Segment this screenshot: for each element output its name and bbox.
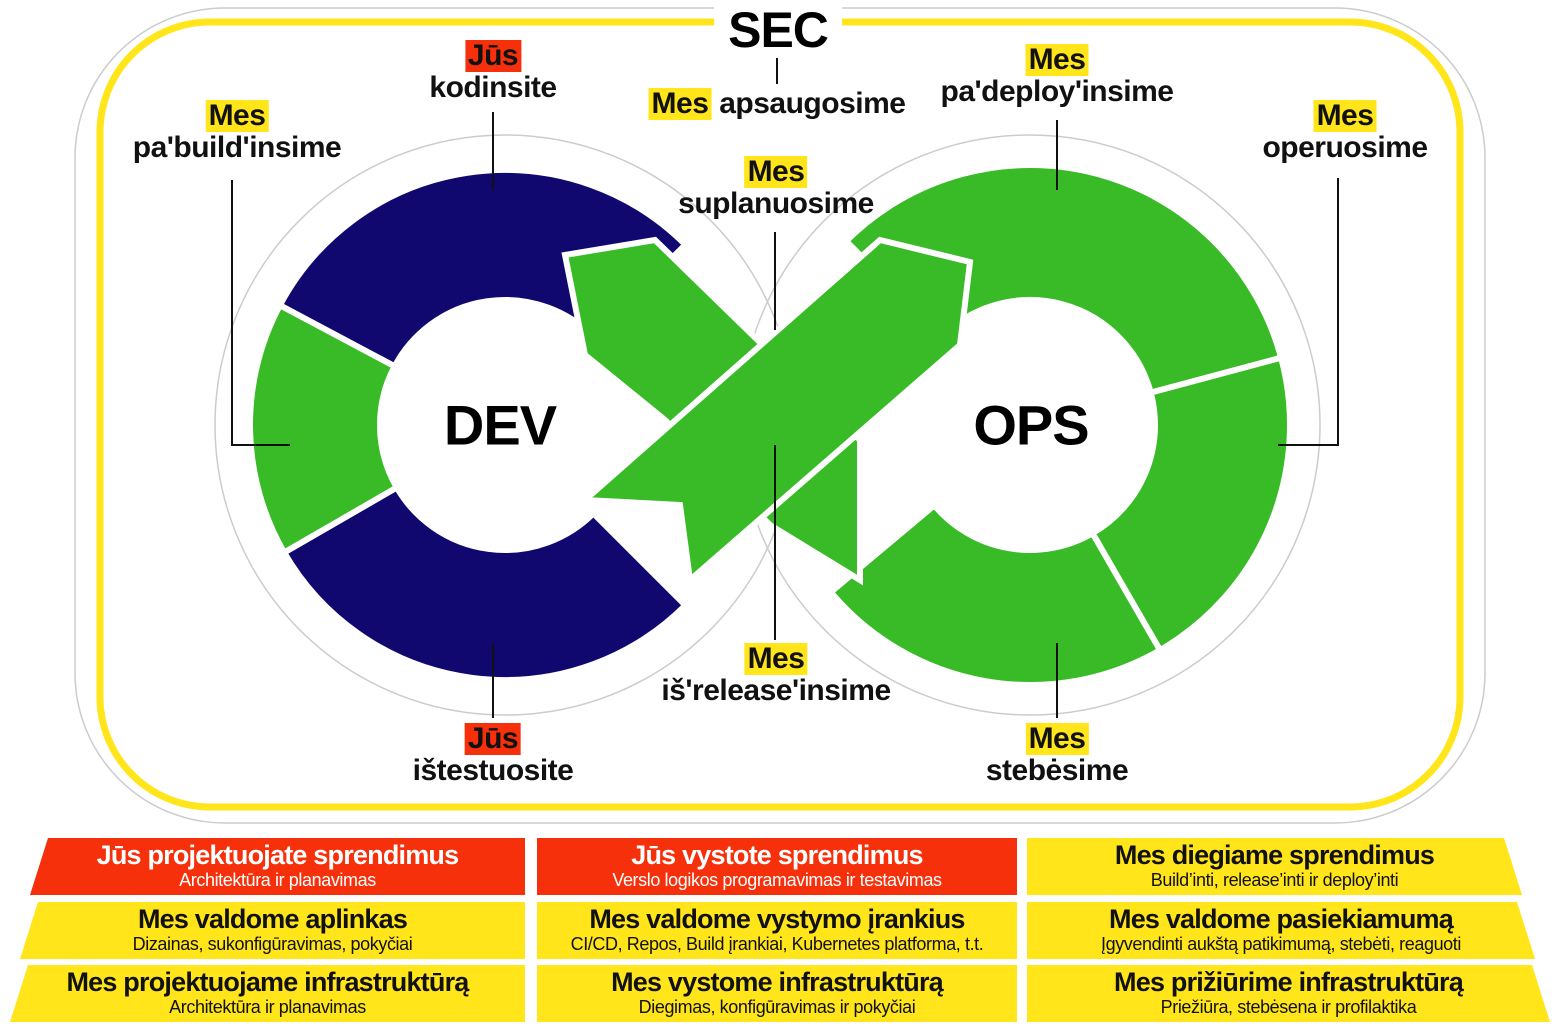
cell-title: Mes prižiūrime infrastruktūrą: [1114, 967, 1463, 997]
owner-tag: Mes: [1025, 723, 1089, 755]
stage-text: stebėsime: [985, 754, 1129, 787]
cell-title: Jūs projektuojate sprendimus: [96, 840, 460, 870]
cell-title: Mes projektuojame infrastruktūrą: [66, 967, 469, 997]
cell-subtitle: Verslo logikos programavimas ir testavim…: [612, 870, 942, 890]
sec-title: SEC: [714, 2, 842, 58]
cell-subtitle: Architektūra ir planavimas: [179, 870, 376, 890]
stage-text: apsaugosime: [711, 87, 906, 120]
cell-title: Mes valdome pasiekiamumą: [1109, 904, 1453, 934]
stage-text: iš'release'insime: [661, 674, 891, 707]
owner-tag: Mes: [205, 100, 269, 132]
operate-segment: [1088, 354, 1293, 655]
owner-tag: Jūs: [464, 723, 522, 755]
cell-subtitle: CI/CD, Repos, Build įrankiai, Kubernetes…: [570, 934, 984, 954]
owner-tag: Mes: [1313, 100, 1377, 132]
cell-subtitle: Diegimas, konfigūravimas ir pokyčiai: [638, 997, 916, 1017]
owner-tag: Mes: [744, 643, 808, 675]
test-segment: [280, 483, 690, 683]
deploy-segment: [841, 162, 1285, 397]
cell-subtitle: Priežiūra, stebėsena ir profilaktika: [1160, 997, 1417, 1017]
cell-subtitle: Architektūra ir planavimas: [169, 997, 366, 1017]
owner-tag: Jūs: [464, 40, 522, 72]
release-band: [577, 236, 974, 586]
dev-label: DEV: [443, 393, 557, 457]
connector-operate: [1278, 178, 1339, 446]
stage-text: ištestuosite: [412, 754, 574, 787]
devsecops-diagram: [74, 7, 1486, 824]
owner-tag: Mes: [648, 88, 712, 120]
cell-subtitle: Įgyvendinti aukštą patikimumą, stebėti, …: [1100, 934, 1461, 954]
cell-title: Mes valdome aplinkas: [137, 904, 408, 934]
infinity-loop: [214, 134, 1321, 716]
cell-title: Jūs vystote sprendimus: [631, 840, 923, 870]
stage-label-2: Mes apsaugosime: [648, 87, 906, 120]
cell-title: Mes diegiame sprendimus: [1114, 840, 1435, 870]
cell-title: Mes valdome vystymo įrankius: [589, 904, 965, 934]
connector-lines: [231, 55, 1339, 718]
stage-text: pa'deploy'insime: [940, 75, 1175, 108]
connector-build: [231, 180, 290, 446]
cell-title: Mes vystome infrastruktūrą: [611, 967, 944, 997]
cell-subtitle: Build’inti, release’inti ir deploy’inti: [1150, 870, 1399, 890]
stage-text: kodinsite: [429, 71, 557, 104]
stage-text: pa'build'insime: [132, 131, 342, 164]
cell-subtitle: Dizainas, sukonfigūravimas, pokyčiai: [132, 934, 413, 954]
owner-tag: Mes: [744, 156, 808, 188]
stage-text: suplanuosime: [678, 187, 874, 220]
owner-tag: Mes: [1025, 44, 1089, 76]
ops-label: OPS: [973, 393, 1089, 457]
build-arrow-segment: [247, 301, 401, 557]
stage-text: operuosime: [1262, 131, 1428, 164]
monitor-segment: [826, 501, 1165, 688]
